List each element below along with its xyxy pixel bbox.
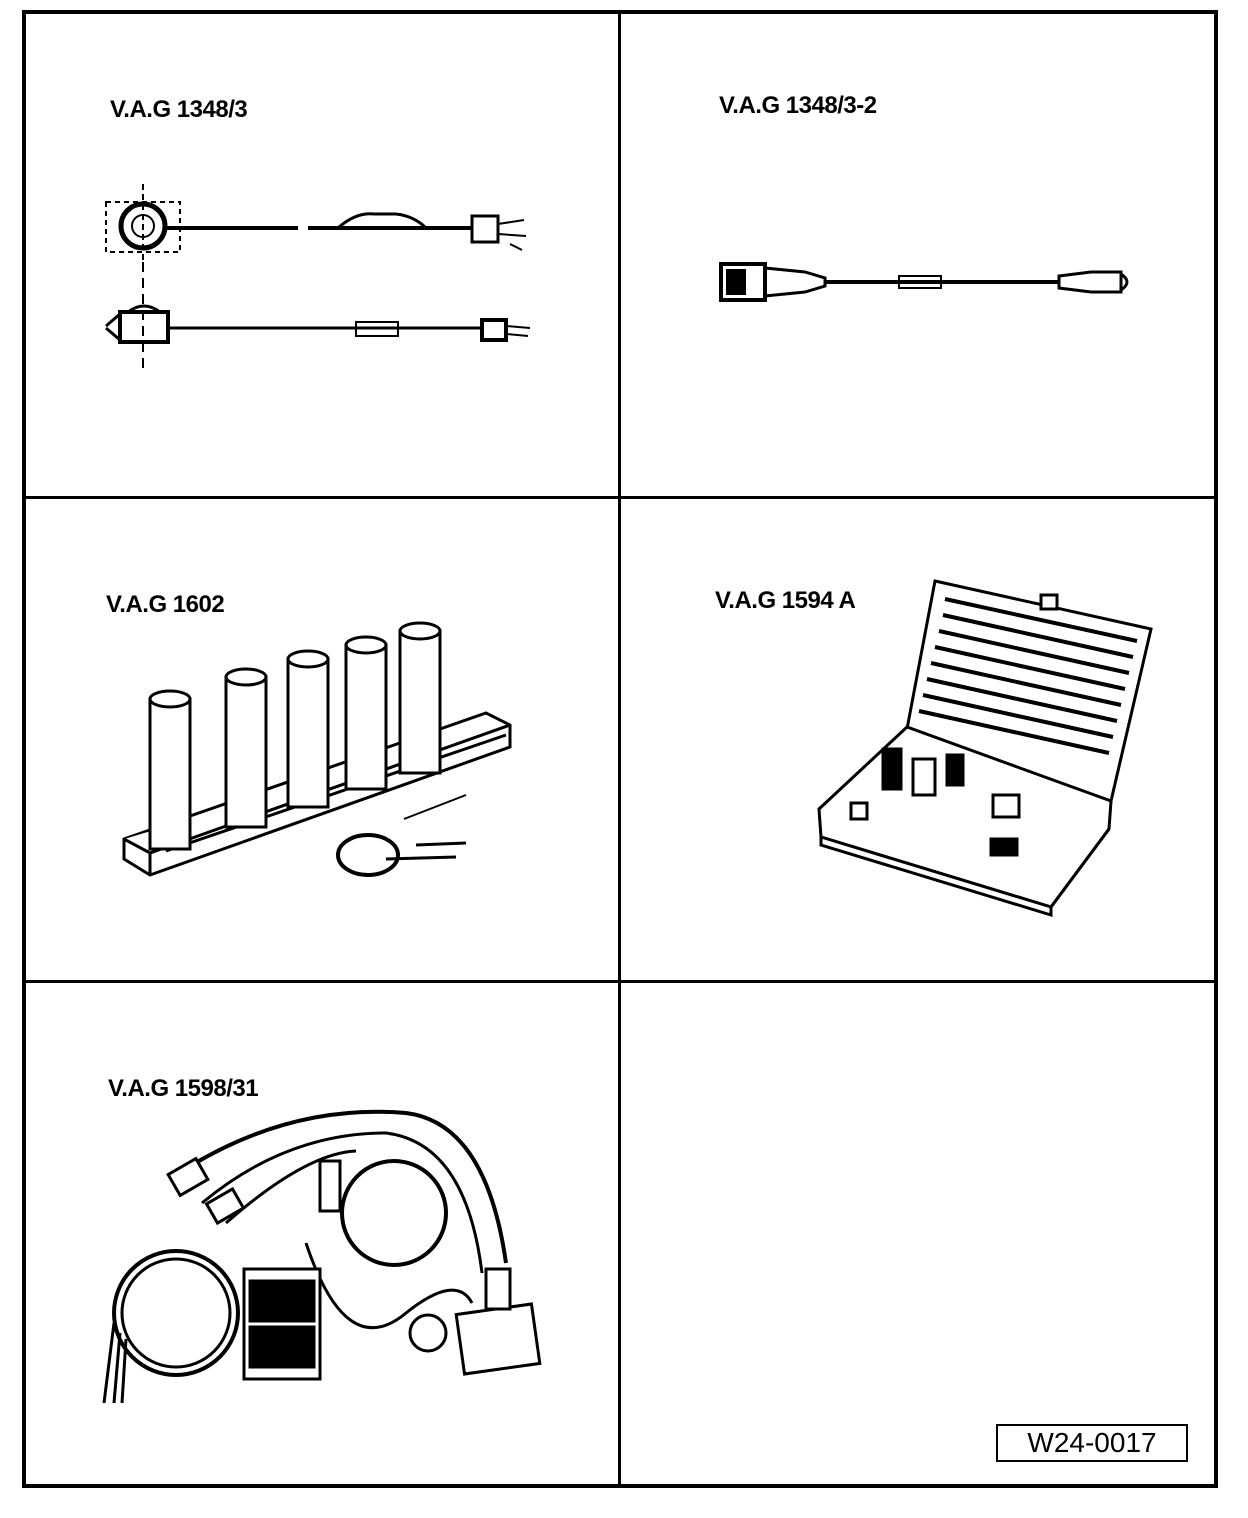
cylinder-rack-drawing <box>122 621 512 877</box>
tool-label: V.A.G 1602 <box>106 591 225 618</box>
adapter-case-drawing <box>817 579 1153 918</box>
test-box-cable-set-drawing <box>102 1109 542 1404</box>
adapter-cable-drawing <box>105 184 531 372</box>
tool-label: V.A.G 1594 A <box>715 587 856 614</box>
grid-divider-row2 <box>26 980 1214 983</box>
cell-vag-1598-31: V.A.G 1598/31 <box>26 983 618 1488</box>
tool-label: V.A.G 1348/3 <box>110 96 248 123</box>
extension-cable-drawing <box>719 262 1129 302</box>
grid-divider-row1 <box>26 496 1214 499</box>
cell-vag-1348-3-2: V.A.G 1348/3-2 <box>621 14 1218 496</box>
cell-empty <box>621 983 1218 1488</box>
cell-vag-1602: V.A.G 1602 <box>26 499 618 980</box>
grid-divider-vertical <box>618 14 621 1484</box>
figure-reference: W24-0017 <box>996 1424 1188 1462</box>
cell-vag-1594-a: V.A.G 1594 A <box>621 499 1218 980</box>
tool-label: V.A.G 1348/3-2 <box>719 92 877 119</box>
tool-label: V.A.G 1598/31 <box>108 1075 259 1102</box>
cell-vag-1348-3: V.A.G 1348/3 <box>26 14 618 496</box>
tool-sheet: V.A.G 1348/3 <box>22 10 1218 1488</box>
